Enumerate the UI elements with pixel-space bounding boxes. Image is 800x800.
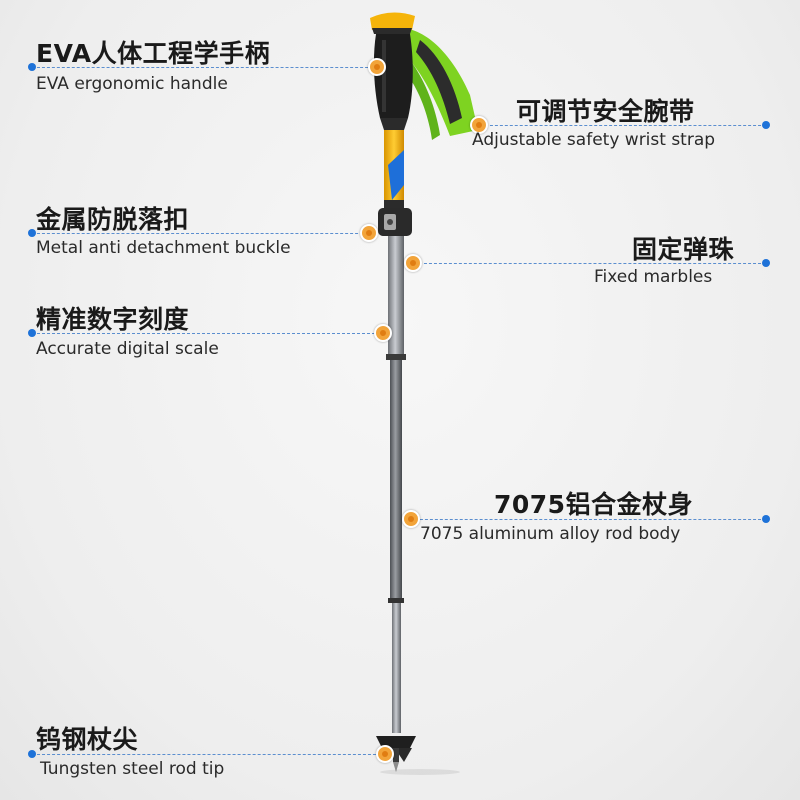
buckle-title-zh: 金属防脱落扣 <box>36 205 190 234</box>
wrist-strap-marker-dot <box>470 116 488 134</box>
scale-title-zh: 精准数字刻度 <box>36 305 190 334</box>
wrist-strap-line-end-dot <box>762 121 770 129</box>
buckle-marker-dot <box>360 224 378 242</box>
handle-leader-line <box>32 67 378 68</box>
marbles-marker-dot <box>404 254 422 272</box>
marbles-line-end-dot <box>762 259 770 267</box>
handle-line-end-dot <box>28 63 36 71</box>
scale-marker-dot <box>374 324 392 342</box>
marbles-title-en: Fixed marbles <box>594 267 713 287</box>
buckle-line-end-dot <box>28 229 36 237</box>
tip-title-zh: 钨钢杖尖 <box>36 725 139 754</box>
tip-leader-line <box>32 754 386 755</box>
rod-body-leader-line <box>410 519 766 520</box>
rod-body-title-zh: 7075铝合金杖身 <box>494 490 694 519</box>
tip-line-end-dot <box>28 750 36 758</box>
tip-title-en: Tungsten steel rod tip <box>40 759 225 779</box>
rod-body-title-en: 7075 aluminum alloy rod body <box>420 524 681 544</box>
scale-line-end-dot <box>28 329 36 337</box>
buckle-title-en: Metal anti detachment buckle <box>36 238 291 258</box>
handle-title-en: EVA ergonomic handle <box>36 74 228 94</box>
wrist-strap-title-zh: 可调节安全腕带 <box>516 97 695 126</box>
rod-body-line-end-dot <box>762 515 770 523</box>
marbles-title-zh: 固定弹珠 <box>632 235 735 264</box>
wrist-strap <box>402 28 478 140</box>
handle-marker-dot <box>368 58 386 76</box>
wrist-strap-title-en: Adjustable safety wrist strap <box>472 130 716 150</box>
scale-title-en: Accurate digital scale <box>36 339 219 359</box>
handle-title-zh: EVA人体工程学手柄 <box>36 39 271 68</box>
buckle-leader-line <box>32 233 368 234</box>
scale-leader-line <box>32 333 380 334</box>
marbles-leader-line <box>414 263 766 264</box>
rod-body-marker-dot <box>402 510 420 528</box>
tip-marker-dot <box>376 745 394 763</box>
wrist-strap-leader-line <box>480 125 766 126</box>
